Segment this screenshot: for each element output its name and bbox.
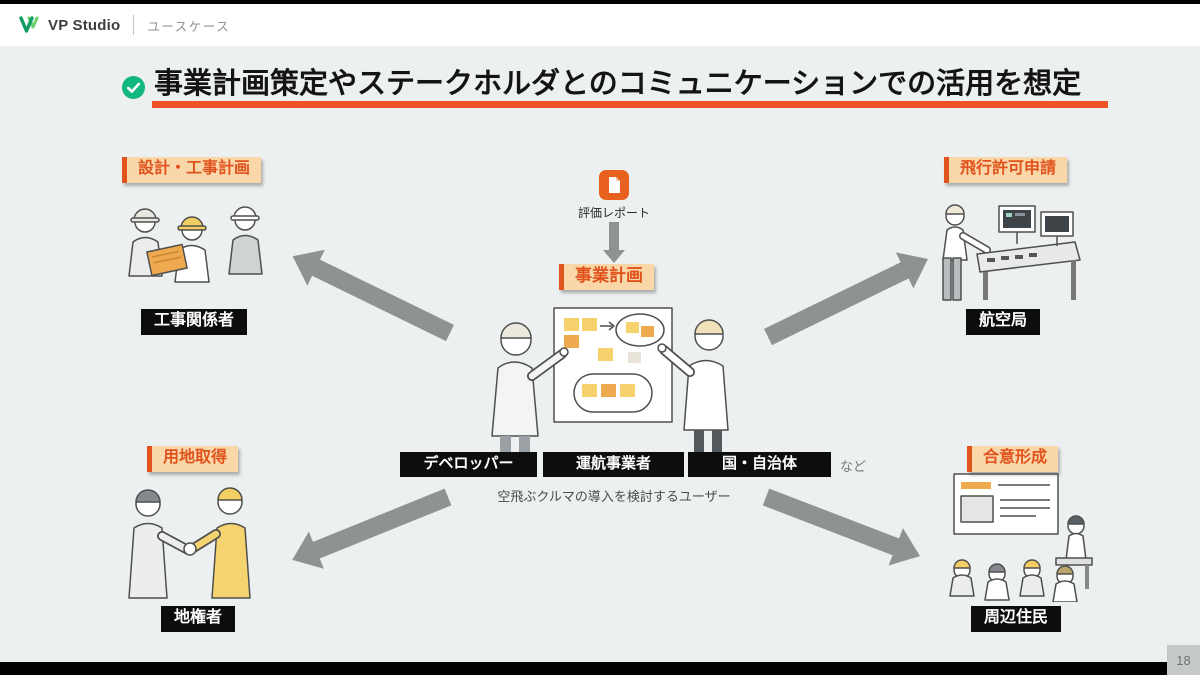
bottom-black-bar	[0, 662, 1200, 675]
report-document-icon	[599, 170, 629, 205]
actor-landowner: 地権者	[161, 606, 236, 632]
actor-neighboring-residents: 周辺住民	[971, 606, 1062, 632]
planning-board-illustration	[491, 307, 729, 456]
page-number: 18	[1167, 645, 1200, 675]
actor-aviation-bureau: 航空局	[966, 309, 1041, 335]
logo-text: VP Studio	[48, 16, 121, 34]
etc-text: など	[840, 459, 867, 474]
actor-construction-personnel: 工事関係者	[141, 309, 248, 335]
tag-business-plan: 事業計画	[559, 264, 654, 290]
user-tag-operator: 運航事業者	[543, 452, 684, 477]
handshake-illustration	[128, 487, 251, 599]
title-underline	[152, 101, 1108, 108]
section-label: ユースケース	[147, 19, 231, 34]
aviation-desk-illustration	[942, 204, 1081, 301]
header-divider	[133, 15, 135, 35]
presentation-illustration	[949, 473, 1093, 602]
center-caption: 空飛ぶクルマの導入を検討するユーザー	[497, 489, 731, 504]
tag-flight-permit-application: 飛行許可申請	[944, 157, 1068, 183]
vp-studio-logo-icon	[18, 16, 40, 34]
tag-consensus-building: 合意形成	[967, 446, 1059, 472]
tag-design-construction-plan: 設計・工事計画	[122, 157, 262, 183]
construction-workers-illustration	[128, 206, 263, 283]
check-circle-icon	[122, 76, 145, 104]
app-header: VP Studio ユースケース	[0, 4, 1200, 46]
top-black-bar	[0, 0, 1200, 4]
slide-title: 事業計画策定やステークホルダとのコミュニケーションでの活用を想定	[154, 68, 1082, 100]
user-tag-developer: デベロッパー	[400, 452, 537, 477]
user-tag-government: 国・自治体	[688, 452, 831, 477]
report-label: 評価レポート	[577, 206, 650, 220]
tag-land-acquisition: 用地取得	[147, 446, 239, 472]
